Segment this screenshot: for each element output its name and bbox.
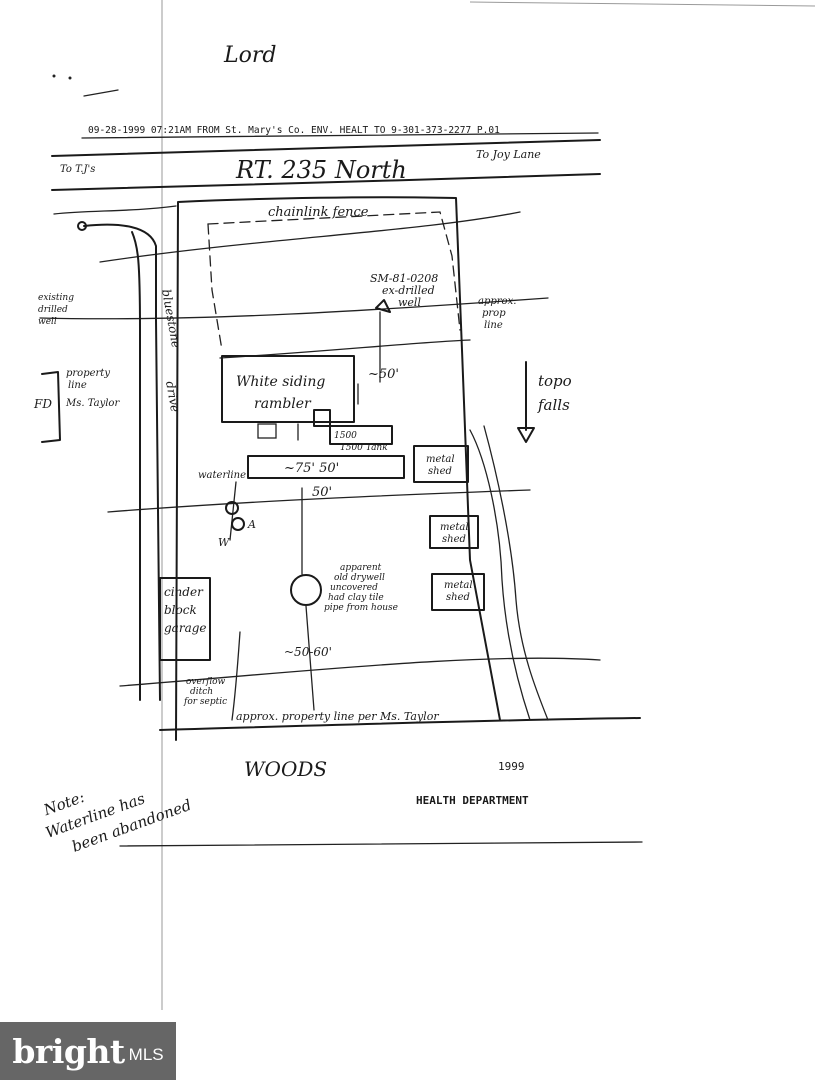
drywell-icon — [290, 574, 322, 606]
chainlink-fence-side — [207, 223, 223, 351]
year-label: 1999 — [498, 760, 525, 773]
topo-label-2: falls — [537, 396, 570, 414]
road-edge-top — [51, 139, 601, 157]
contour-line — [99, 211, 521, 263]
house-label-1: White siding — [236, 374, 325, 390]
drive-edge-left — [131, 231, 141, 701]
septic-box — [313, 409, 331, 427]
stream-left — [469, 429, 531, 721]
metal-shed-1 — [413, 445, 469, 483]
marker-w-label: W — [218, 536, 231, 549]
drainfield-distance-label: ~75' 50' — [284, 461, 339, 476]
contour-distance-label: 50' — [312, 485, 332, 500]
drywell-label-4: had clay tile — [328, 593, 384, 603]
garage-label-1: cinder — [164, 585, 204, 599]
shed-3-label-2: shed — [446, 592, 470, 603]
approx-label-1: approx. — [478, 296, 516, 307]
neighbor-fd-label: FD — [33, 397, 52, 411]
drive-label: drive — [163, 380, 182, 413]
waterline-valve-icon — [225, 501, 239, 515]
well-desc-1: ex-drilled — [382, 284, 435, 297]
contour-line — [107, 489, 531, 513]
property-line-rear — [159, 717, 641, 731]
road-name: RT. 235 North — [235, 156, 407, 184]
waterline — [229, 481, 237, 541]
tank-label-1: 1500 — [334, 431, 357, 441]
contour-line — [39, 297, 549, 320]
rear-distance-label: ~50-60' — [284, 645, 332, 659]
overflow-ditch — [231, 631, 241, 721]
metal-shed-2 — [429, 515, 479, 549]
marker-a-label: A — [247, 518, 256, 531]
fax-header: 09-28-1999 07:21AM FROM St. Mary's Co. E… — [88, 125, 500, 136]
drywell-label-3: uncovered — [330, 583, 378, 593]
overflow-label-1: overflow — [186, 677, 226, 687]
house-step — [257, 423, 277, 439]
waterline-note: Note: Waterline has been abandoned — [40, 788, 193, 856]
property-boundary — [175, 196, 501, 741]
stray-dot — [52, 74, 56, 78]
shed-2-label-2: shed — [442, 534, 466, 545]
neighbor-line-label-1: property — [66, 368, 110, 379]
road-edge-bottom — [51, 173, 601, 191]
drive-start-marker — [77, 221, 87, 231]
rear-property-line-label: approx. property line per Ms. Taylor — [236, 710, 439, 723]
neighbor-bracket — [41, 371, 61, 443]
drive-edge-right — [83, 223, 161, 701]
shed-1-label-2: shed — [428, 466, 452, 477]
contour-line — [119, 657, 601, 687]
health-department-label: HEALTH DEPARTMENT — [416, 794, 529, 807]
road-right-direction: To Joy Lane — [476, 148, 541, 161]
metal-shed-3 — [431, 573, 485, 611]
page-bottom-rule — [119, 841, 643, 847]
approx-label-3: line — [484, 320, 503, 331]
scan-top-line — [469, 1, 816, 7]
stray-mark — [83, 89, 119, 97]
well-marker-icon — [375, 299, 391, 313]
contour-line — [53, 205, 177, 215]
overflow-label-2: ditch — [190, 687, 213, 697]
stray-dot — [68, 76, 72, 80]
watermark-suffix: MLS — [128, 1045, 164, 1064]
topo-arrow-head-icon — [517, 427, 535, 443]
watermark-brand: bright — [12, 1031, 125, 1071]
rear-distance-line — [305, 605, 315, 711]
cinder-block-garage — [159, 577, 211, 661]
approx-label-2: prop — [482, 308, 506, 319]
well-id-label: SM-81-0208 — [370, 272, 438, 285]
existing-well-label-3: well — [38, 317, 57, 327]
drywell-label-5: pipe from house — [324, 603, 398, 613]
fence-label: chainlink fence — [268, 205, 369, 220]
shed-1-label-1: metal — [426, 454, 455, 465]
tank-label-2: 1500 Tank — [340, 443, 388, 453]
existing-well-label-1: existing — [38, 293, 74, 303]
waterline-label: waterline — [198, 470, 246, 481]
garage-label-2: block — [164, 603, 197, 617]
well-distance-label: ~50' — [368, 367, 399, 382]
owner-name: Lord — [223, 43, 276, 68]
stream-right — [483, 425, 549, 721]
house-label-2: rambler — [254, 396, 312, 412]
shed-2-label-1: metal — [440, 522, 469, 533]
drywell-label-1: apparent — [340, 563, 382, 573]
septic-tank — [329, 425, 393, 445]
well-desc-2: well — [398, 296, 421, 309]
drywell-label-2: old drywell — [334, 573, 385, 583]
topo-label-1: topo — [538, 372, 572, 390]
neighbor-line-label-3: Ms. Taylor — [65, 398, 120, 409]
existing-well-label-2: drilled — [38, 305, 68, 315]
neighbor-line-label-2: line — [68, 380, 87, 391]
house-outline — [221, 355, 355, 423]
chainlink-fence — [207, 211, 461, 331]
shed-3-label-1: metal — [444, 580, 473, 591]
garage-label-3: garage — [164, 621, 207, 635]
marker-a-icon — [231, 517, 245, 531]
brightmls-watermark: bright MLS — [0, 1022, 176, 1080]
drainfield — [247, 455, 405, 479]
road-left-direction: To T.J's — [60, 164, 95, 175]
overflow-label-3: for septic — [183, 697, 227, 707]
woods-label: WOODS — [244, 757, 327, 781]
fax-rule — [81, 132, 599, 139]
